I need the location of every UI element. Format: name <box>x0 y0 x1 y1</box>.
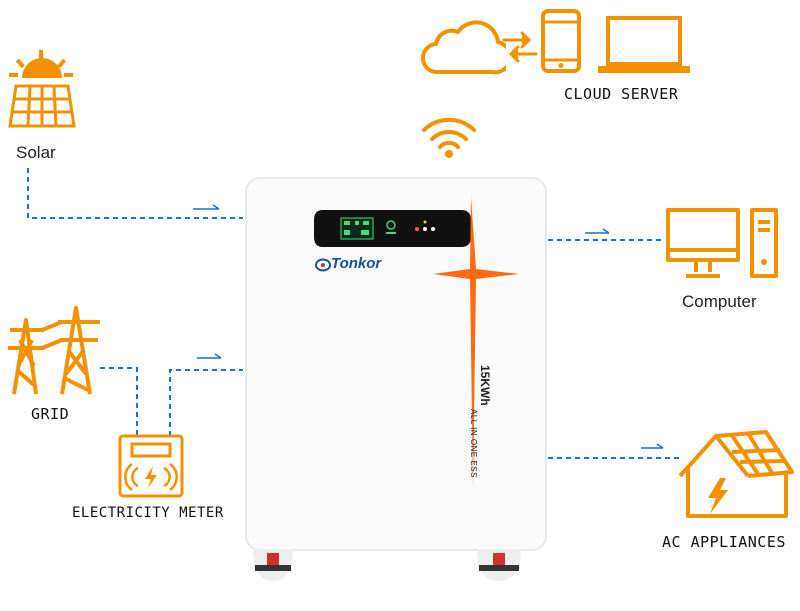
grid-link <box>100 367 138 436</box>
brand-logo-icon <box>315 258 331 272</box>
cloud-icon <box>420 20 506 75</box>
meter-label: ELECTRICITY METER <box>72 505 224 521</box>
arrow-appliances <box>641 443 664 449</box>
computer-label: Computer <box>682 292 757 311</box>
arrow-solar <box>193 204 220 210</box>
grid-label: GRID <box>31 405 70 423</box>
display-panel <box>314 210 471 247</box>
power-tower-icon <box>8 306 100 395</box>
subtitle-label: ALL IN ONE ESS <box>469 409 478 478</box>
brand-name: Tonkor <box>331 255 382 272</box>
meter-link <box>169 369 243 436</box>
energy-storage-unit: Tonkor 15KWh ALL IN ONE ESS <box>245 177 547 581</box>
desktop-computer-icon <box>666 208 778 278</box>
arrow-computer <box>585 228 610 234</box>
cloud-label: CLOUD SERVER <box>564 85 679 103</box>
electricity-meter-icon <box>118 434 184 498</box>
solar-label: Solar <box>16 143 56 162</box>
laptop-icon <box>598 16 690 73</box>
appliances-label: AC APPLIANCES <box>662 533 786 551</box>
house-appliance-icon <box>678 430 794 518</box>
solar-panel-icon <box>8 50 76 128</box>
capacity-label: 15KWh <box>478 365 492 406</box>
phone-icon <box>541 9 581 73</box>
wifi-icon <box>422 117 476 158</box>
arrow-meter <box>197 353 222 359</box>
solar-link <box>27 168 243 219</box>
sync-arrows-icon <box>502 31 538 63</box>
wheels <box>253 549 521 581</box>
